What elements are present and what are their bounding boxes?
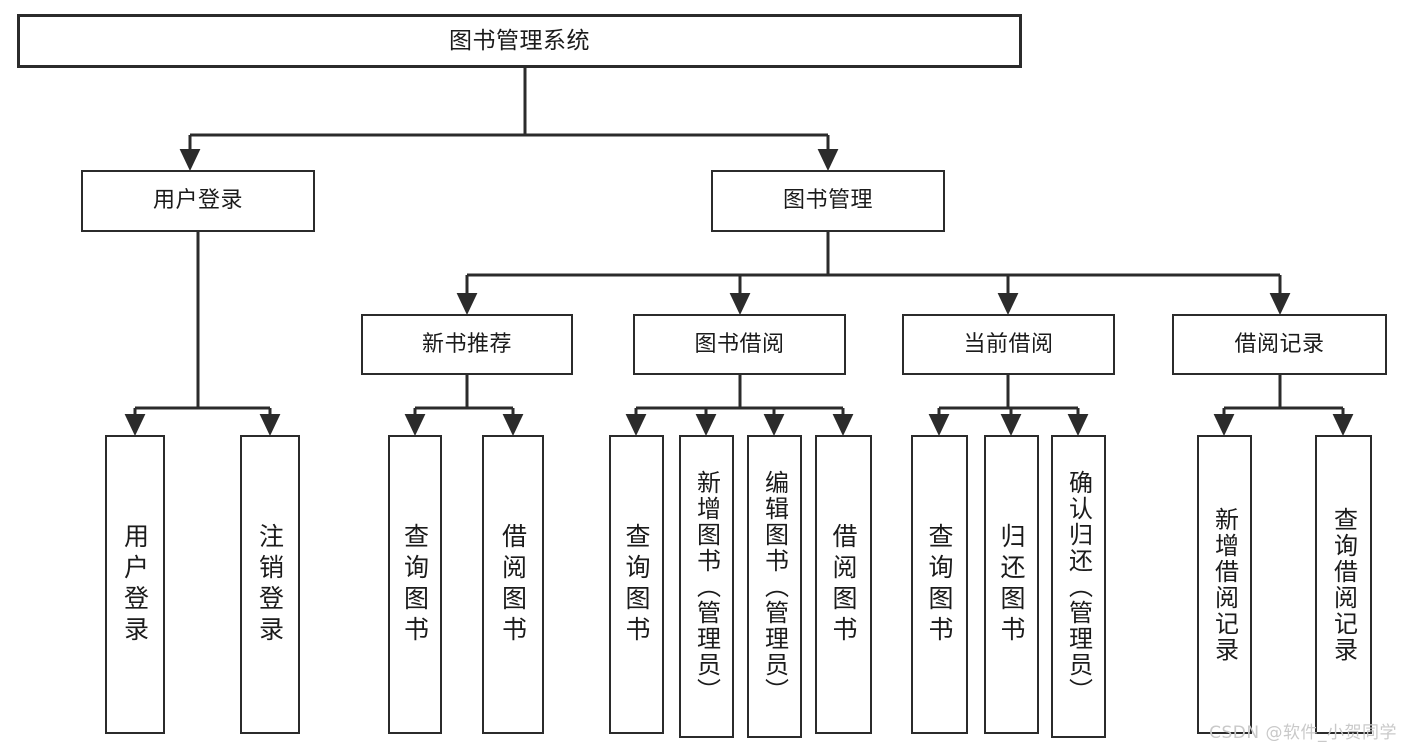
- node-leaf-add-book-admin[interactable]: 新增图书（管理员）: [679, 435, 734, 738]
- node-leaf-add-borrow-record[interactable]: 新增借阅记录: [1197, 435, 1252, 734]
- node-leaf-borrow-book-2-label: 借阅图书: [829, 522, 858, 647]
- node-new-book-recommend[interactable]: 新书推荐: [361, 314, 573, 375]
- node-leaf-add-borrow-record-label: 新增借阅记录: [1210, 506, 1239, 663]
- node-book-borrow-label: 图书借阅: [694, 331, 785, 357]
- node-leaf-query-book-2-label: 查询图书: [622, 522, 651, 647]
- node-user-login-label: 用户登录: [152, 188, 243, 214]
- node-leaf-confirm-return-admin[interactable]: 确认归还（管理员）: [1051, 435, 1106, 738]
- node-book-manage-label: 图书管理: [782, 188, 873, 214]
- node-leaf-confirm-return-admin-label: 确认归还（管理员）: [1064, 469, 1093, 704]
- node-root[interactable]: 图书管理系统: [17, 14, 1022, 68]
- node-leaf-user-logout-label: 注销登录: [255, 522, 285, 647]
- node-leaf-return-book-label: 归还图书: [997, 522, 1026, 647]
- node-leaf-edit-book-admin-label: 编辑图书（管理员）: [760, 469, 789, 704]
- watermark-text: CSDN @软件_小贺同学: [1209, 723, 1397, 743]
- node-leaf-return-book[interactable]: 归还图书: [984, 435, 1039, 734]
- node-user-login[interactable]: 用户登录: [81, 170, 315, 232]
- node-leaf-borrow-book-1[interactable]: 借阅图书: [482, 435, 544, 734]
- node-book-borrow[interactable]: 图书借阅: [633, 314, 846, 375]
- node-leaf-add-book-admin-label: 新增图书（管理员）: [692, 469, 721, 704]
- node-leaf-user-logout[interactable]: 注销登录: [240, 435, 300, 734]
- node-leaf-user-login-label: 用户登录: [120, 522, 150, 647]
- node-root-label: 图书管理系统: [449, 27, 590, 54]
- node-borrow-record-label: 借阅记录: [1234, 331, 1325, 357]
- node-leaf-edit-book-admin[interactable]: 编辑图书（管理员）: [747, 435, 802, 738]
- node-new-book-recommend-label: 新书推荐: [421, 331, 512, 357]
- node-leaf-borrow-book-1-label: 借阅图书: [498, 522, 528, 647]
- node-leaf-query-book-3-label: 查询图书: [925, 522, 954, 647]
- node-leaf-query-book-2[interactable]: 查询图书: [609, 435, 664, 734]
- node-leaf-query-book-1[interactable]: 查询图书: [388, 435, 442, 734]
- node-current-borrow-label: 当前借阅: [963, 331, 1054, 357]
- node-leaf-query-borrow-record-label: 查询借阅记录: [1329, 506, 1358, 663]
- node-leaf-query-borrow-record[interactable]: 查询借阅记录: [1315, 435, 1372, 734]
- node-leaf-borrow-book-2[interactable]: 借阅图书: [815, 435, 872, 734]
- node-borrow-record[interactable]: 借阅记录: [1172, 314, 1387, 375]
- node-leaf-query-book-1-label: 查询图书: [400, 522, 430, 647]
- node-leaf-user-login[interactable]: 用户登录: [105, 435, 165, 734]
- node-leaf-query-book-3[interactable]: 查询图书: [911, 435, 968, 734]
- node-book-manage[interactable]: 图书管理: [711, 170, 945, 232]
- node-current-borrow[interactable]: 当前借阅: [902, 314, 1115, 375]
